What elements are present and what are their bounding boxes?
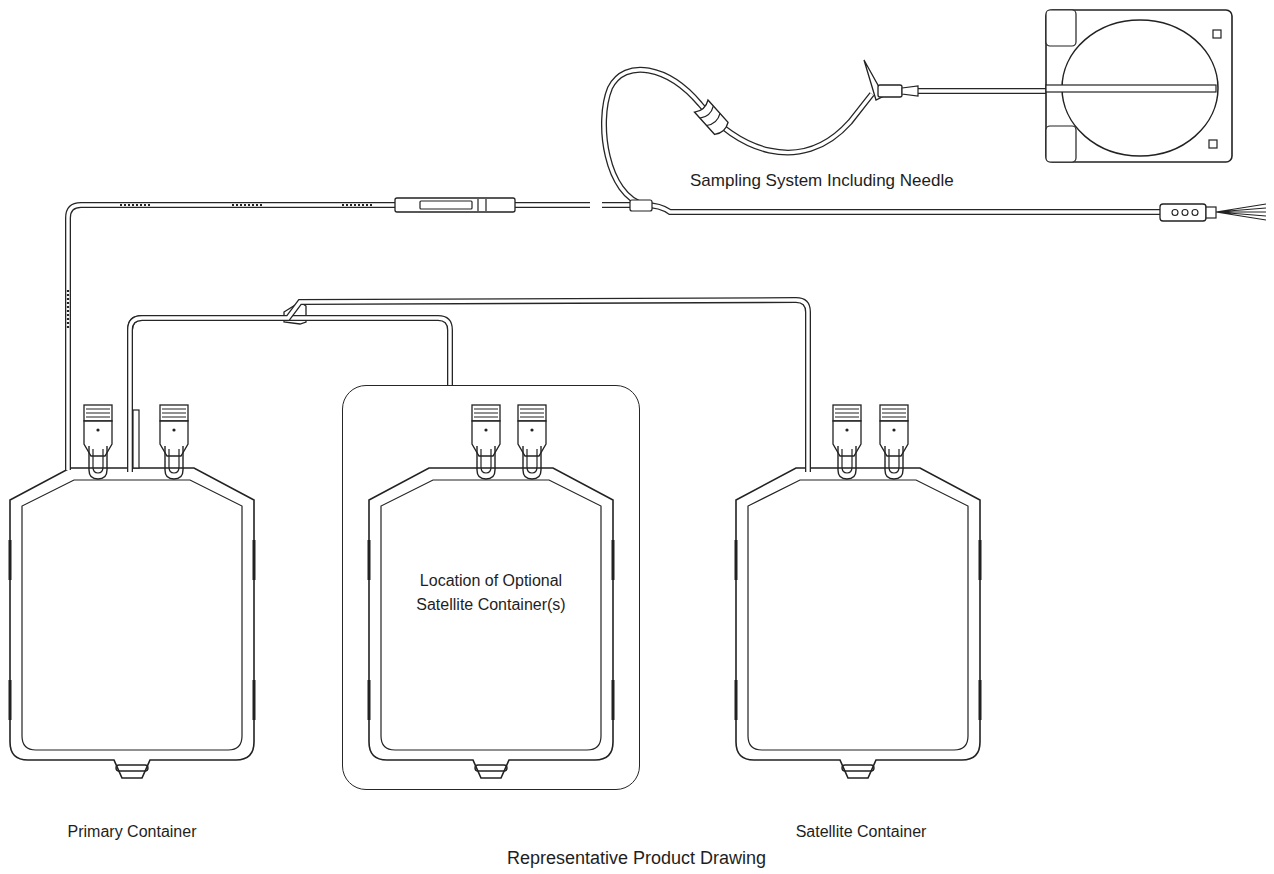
sampling-pouch	[1046, 10, 1232, 162]
frangible-rod	[133, 410, 139, 468]
primary-bag	[9, 468, 256, 778]
segment-marks	[68, 205, 372, 330]
part-label: Sampling System Including Needle	[690, 170, 954, 192]
port-protector	[518, 405, 546, 479]
tubing	[68, 70, 1160, 472]
optional-region: Location of Optional Satellite Container…	[342, 385, 640, 790]
inline-connector	[395, 198, 515, 212]
port-protector	[84, 405, 112, 479]
port-protector	[880, 405, 908, 479]
branch-joint	[630, 200, 652, 211]
container-label: Satellite Container	[796, 820, 927, 844]
needle	[1160, 204, 1266, 221]
tubing-connector	[130, 318, 450, 405]
tubing-connector	[130, 300, 808, 405]
container-node: Primary Container	[10, 405, 254, 850]
container-label: Primary Container	[68, 820, 197, 844]
figure-caption: Representative Product Drawing	[507, 847, 766, 869]
pinch-clamp	[695, 100, 730, 137]
container-node: Satellite Container	[736, 405, 986, 850]
optional-bag	[368, 468, 615, 778]
needle-holder	[864, 60, 918, 100]
port-protector	[833, 405, 861, 479]
port-protector	[160, 405, 188, 479]
port-protector	[472, 405, 500, 479]
satellite-bag	[735, 468, 982, 778]
container-label: Location of Optional Satellite Container…	[416, 569, 566, 617]
